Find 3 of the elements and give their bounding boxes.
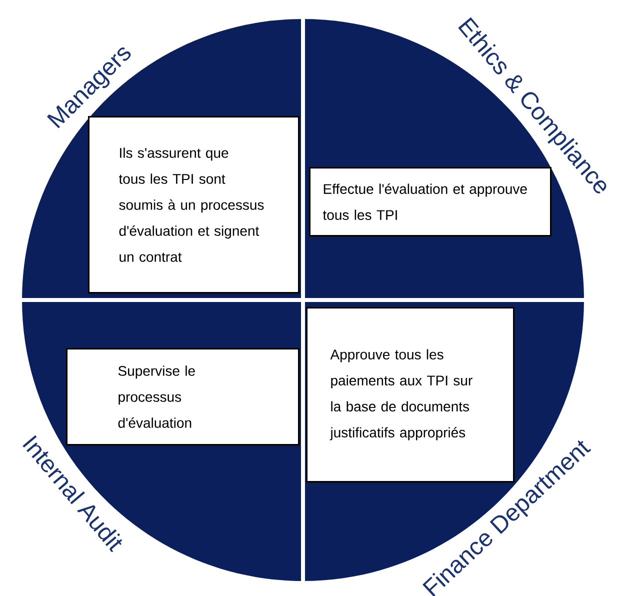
text-box: Ils s'assurent que tous les TPI sont soumis à un processus d'évaluation et signent un contrat <box>88 116 300 294</box>
text-box: Supervise le processus d'évaluation <box>66 348 300 446</box>
text-box: Approuve tous les paiements aux TPI sur la base de documents justificatifs appropriés <box>306 306 514 482</box>
